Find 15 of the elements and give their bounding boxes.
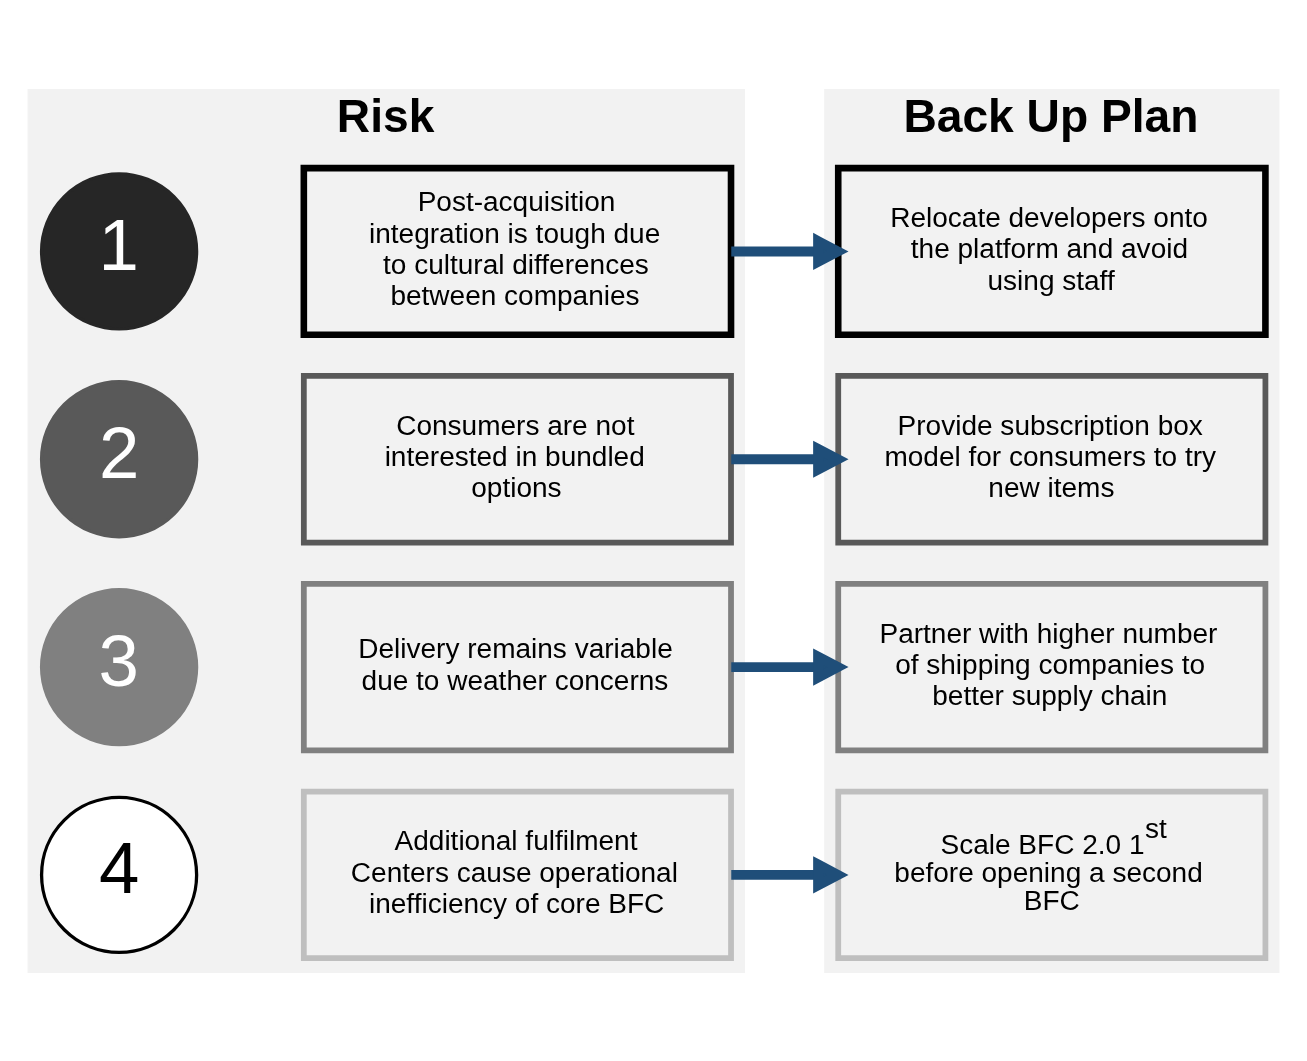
node-circle: 3 [39,587,199,746]
node-box: Provide subscription box model for consumers to try new items [835,372,1269,545]
node-box: Post-acquisition integration is tough due to cultural differences between companies [300,164,735,338]
arrow [731,648,849,686]
node-box: Delivery remains variable due to weather concerns [300,580,734,753]
node-circle: 1 [39,171,199,331]
node-circle: 2 [39,379,199,538]
node-box: Relocate developers onto the platform and avoid using staff [834,164,1269,338]
arrow [731,855,849,893]
arrow [731,232,849,270]
node-box: Partner with higher number of shipping companies to better supply chain [835,580,1269,753]
arrow [731,440,849,478]
node-box: Additional fulfilment Centers cause operational inefficiency of core BFC [300,788,734,961]
node-box: Consumers are not interested in bundled options [300,372,734,545]
node-circle: 4 [39,795,199,954]
